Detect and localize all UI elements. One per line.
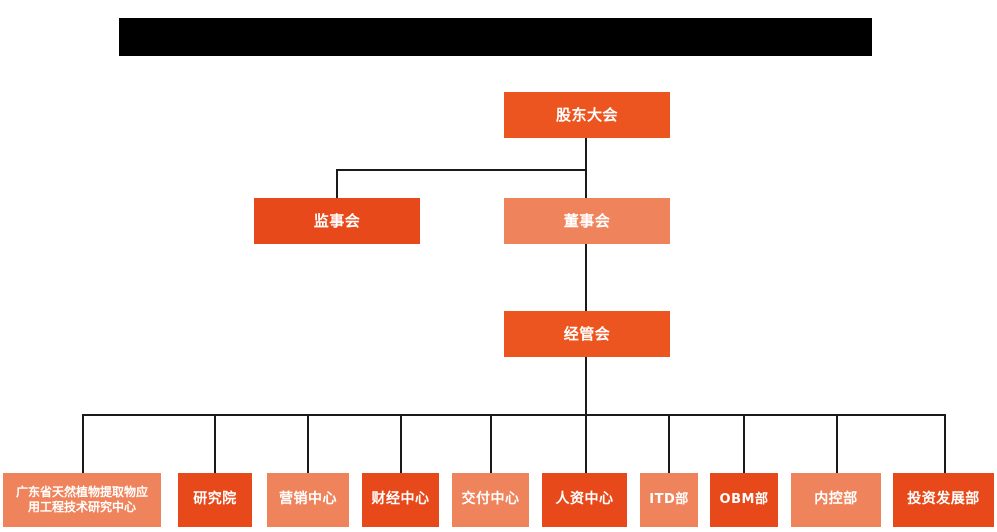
node-label: 投资发展部 xyxy=(907,491,980,508)
node-board-of-directors[interactable]: 董事会 xyxy=(504,198,670,244)
connector-to-directors xyxy=(585,169,587,199)
node-label: 交付中心 xyxy=(461,491,520,508)
node-label: 营销中心 xyxy=(279,491,337,508)
node-label: OBM部 xyxy=(719,491,769,507)
connector-to-supervisors xyxy=(336,169,338,199)
node-finance-center[interactable]: 财经中心 xyxy=(362,473,439,527)
node-label: 经管会 xyxy=(563,324,611,343)
node-institute[interactable]: 研究院 xyxy=(178,473,252,527)
node-label: 研究院 xyxy=(193,491,237,508)
node-label: 广东省天然植物提取物应 用工程技术研究中心 xyxy=(15,485,148,514)
node-management-committee[interactable]: 经管会 xyxy=(504,311,670,357)
connector-drop-obm-dept xyxy=(743,414,745,473)
connector-shareholders-trunk xyxy=(585,138,587,170)
connector-level4-bus xyxy=(82,414,945,416)
node-label: 监事会 xyxy=(313,211,361,230)
node-marketing-center[interactable]: 营销中心 xyxy=(267,473,349,527)
node-label: 人资中心 xyxy=(555,491,614,508)
node-delivery-center[interactable]: 交付中心 xyxy=(452,473,529,527)
node-label: 内控部 xyxy=(814,491,858,508)
node-guangdong-research-center[interactable]: 广东省天然植物提取物应 用工程技术研究中心 xyxy=(3,473,161,527)
connector-drop-investment-development-dept xyxy=(944,414,946,473)
connector-directors-to-management xyxy=(585,244,587,312)
connector-drop-institute xyxy=(214,414,216,473)
connector-drop-research-center xyxy=(82,414,84,473)
connector-drop-delivery-center xyxy=(490,414,492,473)
node-label: 财经中心 xyxy=(371,491,430,508)
connector-level2-bus xyxy=(336,169,587,171)
node-investment-development-department[interactable]: 投资发展部 xyxy=(893,473,994,527)
node-hr-center[interactable]: 人资中心 xyxy=(542,473,627,527)
connector-drop-marketing-center xyxy=(307,414,309,473)
connector-drop-internal-control-dept xyxy=(836,414,838,473)
node-shareholders-meeting[interactable]: 股东大会 xyxy=(504,92,670,138)
connector-management-trunk xyxy=(585,357,587,416)
connector-drop-itd-dept xyxy=(668,414,670,473)
node-obm-department[interactable]: OBM部 xyxy=(710,473,778,527)
node-itd-department[interactable]: ITD部 xyxy=(640,473,698,527)
node-label: 股东大会 xyxy=(555,105,618,124)
node-internal-control-department[interactable]: 内控部 xyxy=(791,473,881,527)
node-label: 董事会 xyxy=(563,211,611,230)
redacted-title-bar xyxy=(119,18,872,56)
node-board-of-supervisors[interactable]: 监事会 xyxy=(254,198,420,244)
connector-drop-finance-center xyxy=(400,414,402,473)
node-label: ITD部 xyxy=(649,491,689,507)
connector-drop-hr-center xyxy=(585,414,587,473)
